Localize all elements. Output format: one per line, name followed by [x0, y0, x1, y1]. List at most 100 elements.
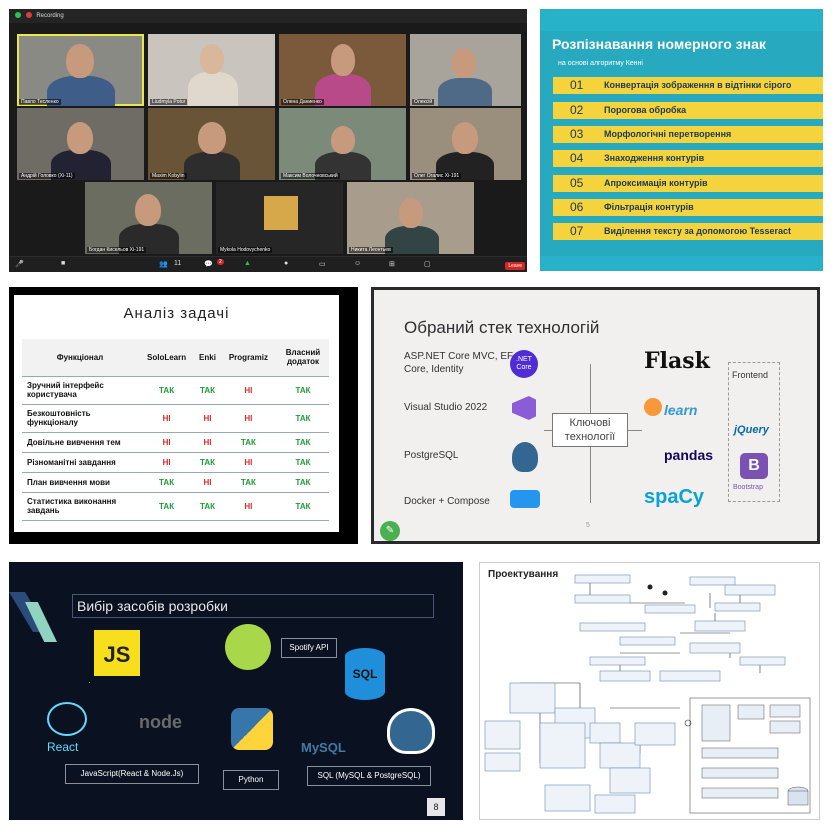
record-icon[interactable]: ●: [284, 260, 289, 267]
video-icon[interactable]: ■: [61, 260, 66, 267]
participant-figure: [184, 152, 240, 180]
video-tile[interactable]: Mykola Hodovychenko: [216, 182, 343, 254]
recording-label: Recording: [36, 13, 64, 19]
frontend-group: [728, 362, 780, 502]
mute-icon[interactable]: 🎤: [15, 261, 24, 268]
slide-background: [540, 31, 823, 256]
cc-icon[interactable]: ▭: [319, 261, 326, 268]
slide-title: Обраний стек технологій: [404, 318, 600, 337]
participant-face: [200, 44, 224, 74]
dev-tools-slide: Вибір засобів розробки JS React node Spo…: [9, 562, 463, 820]
slide-page: Аналіз задачі Функціонал SoloLearn Enki …: [14, 295, 339, 532]
participant-name: Павло Тесленко: [19, 99, 61, 105]
architecture-block: [647, 584, 811, 814]
video-tile[interactable]: Никита Леонтьев: [347, 182, 474, 254]
zoom-toolbar: 🎤 ■ 👥 11 💬 2 ▲ ● ▭ ☺ ⊞ ▢: [9, 256, 527, 272]
spacy-logo: spaCy: [644, 486, 705, 508]
tech-label: PostgreSQL: [404, 450, 459, 461]
bootstrap-icon: B: [740, 453, 768, 479]
whiteboard-icon[interactable]: ▢: [424, 261, 431, 268]
feature-cell: Довільне вивчення тем: [22, 432, 138, 453]
participant-face: [331, 126, 355, 154]
video-tile[interactable]: Богдан Кисельов Хi-191: [85, 182, 212, 254]
video-tile[interactable]: Олексій: [410, 34, 521, 106]
recording-icon: [25, 12, 32, 19]
spotify-api-box: Spotify API: [281, 638, 337, 658]
reactions-icon[interactable]: ☺: [354, 260, 362, 267]
postgresql-icon: [512, 442, 538, 472]
page-number: 5: [586, 522, 590, 529]
participant-name: Никита Леонтьев: [349, 247, 393, 253]
connector-line: [89, 682, 90, 683]
flow-diagram: [484, 574, 811, 814]
slide-title: Проектування: [488, 569, 559, 580]
step-number: 05: [570, 176, 584, 190]
video-tile[interactable]: Liudmyla Potur: [148, 34, 275, 106]
slide-title: Розпізнавання номерного знак: [552, 36, 766, 52]
value-cell: НІ: [219, 376, 277, 405]
step-text: Апроксимація контурів: [604, 178, 708, 188]
step-text: Конвертація зображення в відтінки сірого: [604, 80, 792, 90]
license-plate-slide: Розпізнавання номерного знак на основі а…: [540, 9, 823, 271]
step-row: 05 Апроксимація контурів: [553, 175, 823, 192]
participant-figure: [385, 226, 439, 254]
postgresql-icon: [387, 708, 435, 754]
flask-logo: Flask: [644, 348, 710, 374]
connector-line: [628, 430, 642, 431]
value-cell: ТАК: [138, 472, 196, 493]
participants-icon[interactable]: 👥: [159, 261, 168, 268]
video-tile[interactable]: Олег Огалис Хi-191: [410, 108, 521, 180]
value-cell: ТАК: [195, 376, 220, 405]
value-cell: НІ: [219, 452, 277, 473]
chat-icon[interactable]: 💬: [204, 261, 213, 268]
video-tile[interactable]: Павло Тесленко: [17, 34, 144, 106]
participant-name: Mykola Hodovychenko: [218, 247, 273, 253]
leave-button[interactable]: Leave: [505, 262, 525, 270]
value-cell: НІ: [195, 432, 220, 453]
slide-title: Аналіз задачі: [123, 305, 230, 322]
value-cell: НІ: [195, 404, 220, 433]
value-cell: ТАК: [138, 376, 196, 405]
react-label: React: [47, 740, 79, 754]
video-tile[interactable]: Андрій Головко (Хi-11): [17, 108, 144, 180]
column-header: SoloLearn: [138, 339, 196, 377]
share-screen-icon[interactable]: ▲: [244, 260, 251, 267]
step-number: 07: [570, 224, 584, 238]
value-cell: ТАК: [219, 432, 277, 453]
key-technologies-box: Ключові технології: [552, 413, 628, 447]
step-number: 04: [570, 151, 584, 165]
column-header: Власний додаток: [277, 339, 329, 377]
tech-label: ASP.NET Core MVC, EF Core, Identity: [404, 351, 514, 375]
slide-title: Вибір засобів розробки: [72, 594, 434, 618]
bootstrap-label: Bootstrap: [733, 484, 763, 491]
step-text: Морфологічні перетворення: [604, 129, 732, 139]
python-icon: [231, 708, 273, 750]
sklearn-icon: [644, 398, 662, 416]
comparison-table: Функціонал SoloLearn Enki Programiz Влас…: [22, 339, 329, 521]
design-diagram-slide: Проектування: [479, 562, 820, 820]
step-number: 02: [570, 103, 584, 117]
javascript-logo: JS: [94, 630, 140, 676]
value-cell: НІ: [138, 432, 196, 453]
pencil-icon[interactable]: ✎: [380, 521, 400, 541]
apps-icon[interactable]: ⊞: [389, 261, 395, 268]
video-tile[interactable]: Максим Волочновський: [279, 108, 406, 180]
sklearn-logo: learn: [664, 402, 698, 418]
video-tile[interactable]: Олена Даниенко: [279, 34, 406, 106]
column-header: Функціонал: [22, 339, 138, 377]
sql-icon: SQL: [345, 648, 385, 700]
value-cell: ТАК: [277, 492, 329, 521]
feature-cell: Безкоштовність функціоналу: [22, 404, 138, 433]
video-tile[interactable]: Maxim Kobylin: [148, 108, 275, 180]
security-icon[interactable]: [15, 12, 21, 19]
tech-stack-slide: Обраний стек технологій ASP.NET Core MVC…: [371, 287, 820, 544]
step-number: 06: [570, 200, 584, 214]
participant-name: Maxim Kobylin: [150, 173, 187, 179]
mysql-logo: MySQL: [301, 740, 346, 755]
